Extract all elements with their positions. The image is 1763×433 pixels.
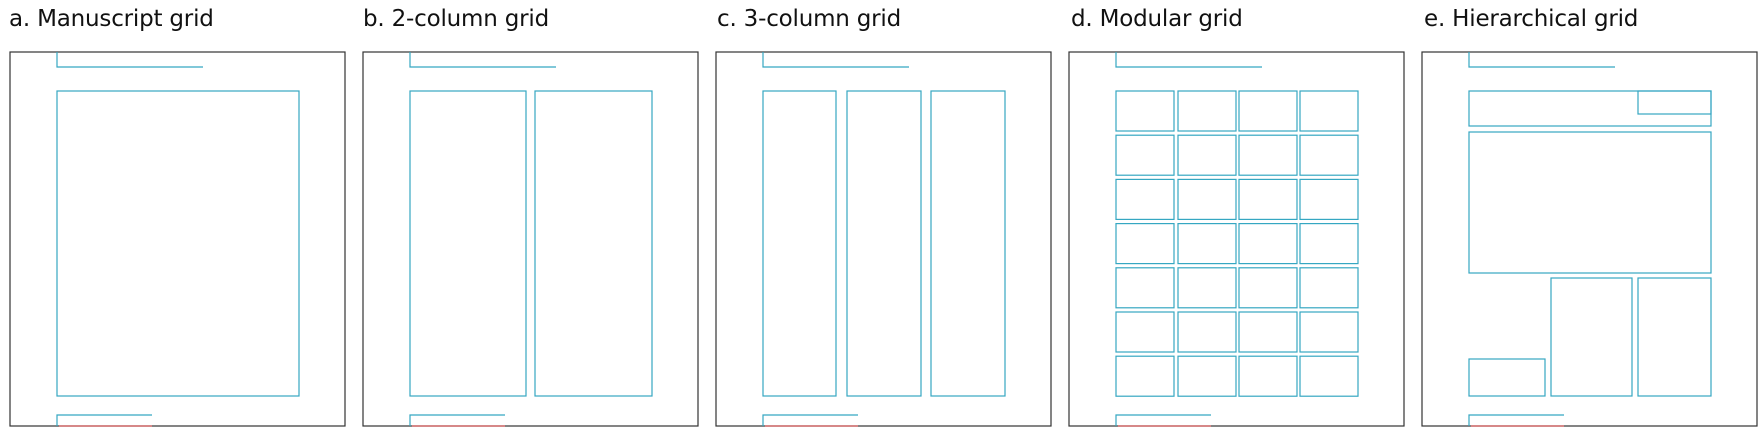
header-marker-b	[409, 52, 556, 68]
module-r2-c3	[1238, 134, 1298, 176]
lower-column-1-hierarchical	[1550, 277, 1633, 397]
header-marker-e	[1468, 52, 1615, 68]
footer-marker-b	[409, 414, 505, 426]
module-r1-c4	[1299, 90, 1359, 132]
page-border-d	[1068, 51, 1405, 427]
module-r6-c3	[1238, 311, 1298, 353]
panel-title-manuscript: a. Manuscript grid	[9, 6, 214, 32]
module-r5-c3	[1238, 267, 1298, 309]
page-border-a	[9, 51, 346, 427]
module-r4-c2	[1177, 223, 1237, 265]
lower-column-2-hierarchical	[1637, 277, 1712, 397]
module-r6-c2	[1177, 311, 1237, 353]
module-r3-c3	[1238, 178, 1298, 220]
module-r1-c2	[1177, 90, 1237, 132]
header-inset-hierarchical	[1637, 90, 1712, 115]
module-r1-c3	[1238, 90, 1298, 132]
header-marker-a	[56, 52, 203, 68]
page-border-b	[362, 51, 699, 427]
module-r6-c1	[1115, 311, 1175, 353]
footer-marker-d	[1115, 414, 1211, 426]
footer-marker-c	[762, 414, 858, 426]
page-border-c	[715, 51, 1052, 427]
module-r3-c1	[1115, 178, 1175, 220]
header-band-hierarchical	[1468, 90, 1712, 127]
column-2-two-column	[534, 90, 653, 397]
module-r5-c4	[1299, 267, 1359, 309]
column-2-three-column	[846, 90, 922, 397]
module-r5-c1	[1115, 267, 1175, 309]
module-r7-c4	[1299, 355, 1359, 397]
panel-title-three-column: c. 3-column grid	[717, 6, 902, 32]
module-r3-c4	[1299, 178, 1359, 220]
module-r7-c1	[1115, 355, 1175, 397]
module-r2-c1	[1115, 134, 1175, 176]
text-block-manuscript	[56, 90, 300, 397]
header-marker-c	[762, 52, 909, 68]
module-r4-c1	[1115, 223, 1175, 265]
panel-title-modular: d. Modular grid	[1071, 6, 1243, 32]
module-r1-c1	[1115, 90, 1175, 132]
module-r7-c3	[1238, 355, 1298, 397]
header-marker-d	[1115, 52, 1262, 68]
footer-marker-e	[1468, 414, 1564, 426]
module-r4-c3	[1238, 223, 1298, 265]
panel-title-two-column: b. 2-column grid	[363, 6, 549, 32]
module-r4-c4	[1299, 223, 1359, 265]
module-r5-c2	[1177, 267, 1237, 309]
module-r3-c2	[1177, 178, 1237, 220]
module-r6-c4	[1299, 311, 1359, 353]
panel-title-hierarchical: e. Hierarchical grid	[1424, 6, 1639, 32]
module-r2-c2	[1177, 134, 1237, 176]
module-r7-c2	[1177, 355, 1237, 397]
module-r2-c4	[1299, 134, 1359, 176]
column-1-three-column	[762, 90, 837, 397]
small-block-hierarchical	[1468, 358, 1546, 397]
feature-block-hierarchical	[1468, 131, 1712, 274]
column-1-two-column	[409, 90, 527, 397]
page-border-e	[1421, 51, 1758, 427]
column-3-three-column	[930, 90, 1006, 397]
footer-marker-a	[56, 414, 152, 426]
